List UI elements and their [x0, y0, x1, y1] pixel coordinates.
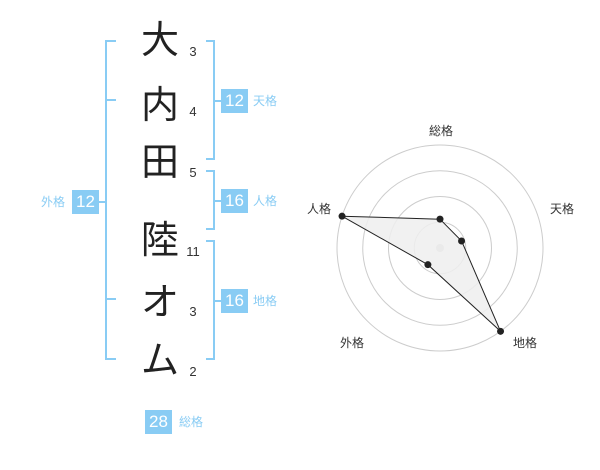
radar-point-3 — [497, 327, 505, 335]
radar-point-4 — [424, 261, 432, 269]
gaikaku-label: 外格 — [41, 195, 66, 209]
radar-axis-label-tenkaku: 天格 — [549, 202, 574, 216]
stroke-count-5: 3 — [189, 304, 197, 319]
radar-axis-label-soukaku: 総格 — [428, 124, 453, 138]
radar-point-2 — [458, 237, 466, 245]
name-char-2: 内 — [140, 83, 179, 127]
radar-shape — [341, 215, 501, 332]
stroke-count-2: 4 — [189, 104, 197, 119]
name-char-1: 大 — [140, 18, 179, 62]
gaikaku-value-badge: 12 — [72, 190, 99, 214]
jinkaku-value-badge: 16 — [221, 189, 248, 213]
soukaku-value-badge: 28 — [145, 410, 172, 434]
name-char-3: 田 — [140, 140, 179, 184]
name-char-4: 陸 — [140, 218, 179, 262]
name-char-6: ム — [140, 338, 179, 382]
radar-point-5 — [338, 212, 346, 220]
tenkaku-label: 天格 — [253, 94, 278, 108]
radar-axis-label-chikaku: 地格 — [512, 336, 537, 350]
gaikaku-bracket — [105, 40, 116, 360]
radar-point-1 — [436, 215, 444, 223]
chikaku-label: 地格 — [253, 294, 278, 308]
soukaku-label: 総格 — [179, 415, 204, 429]
name-char-5: オ — [140, 280, 179, 324]
radar-points — [338, 212, 505, 335]
radar-grid-ring — [362, 170, 518, 326]
stroke-count-4: 11 — [186, 244, 200, 259]
stroke-count-6: 2 — [189, 364, 197, 379]
stroke-count-3: 5 — [189, 165, 197, 180]
jinkaku-label: 人格 — [253, 194, 278, 208]
radar-axis-label-jinkaku: 人格 — [306, 202, 331, 216]
stroke-count-1: 3 — [189, 44, 197, 59]
chikaku-value-badge: 16 — [221, 289, 248, 313]
radar-grid-ring — [388, 196, 492, 300]
radar-grid-ring — [336, 144, 544, 352]
radar-axis-label-gaikaku: 外格 — [339, 336, 364, 350]
tenkaku-value-badge: 12 — [221, 89, 248, 113]
